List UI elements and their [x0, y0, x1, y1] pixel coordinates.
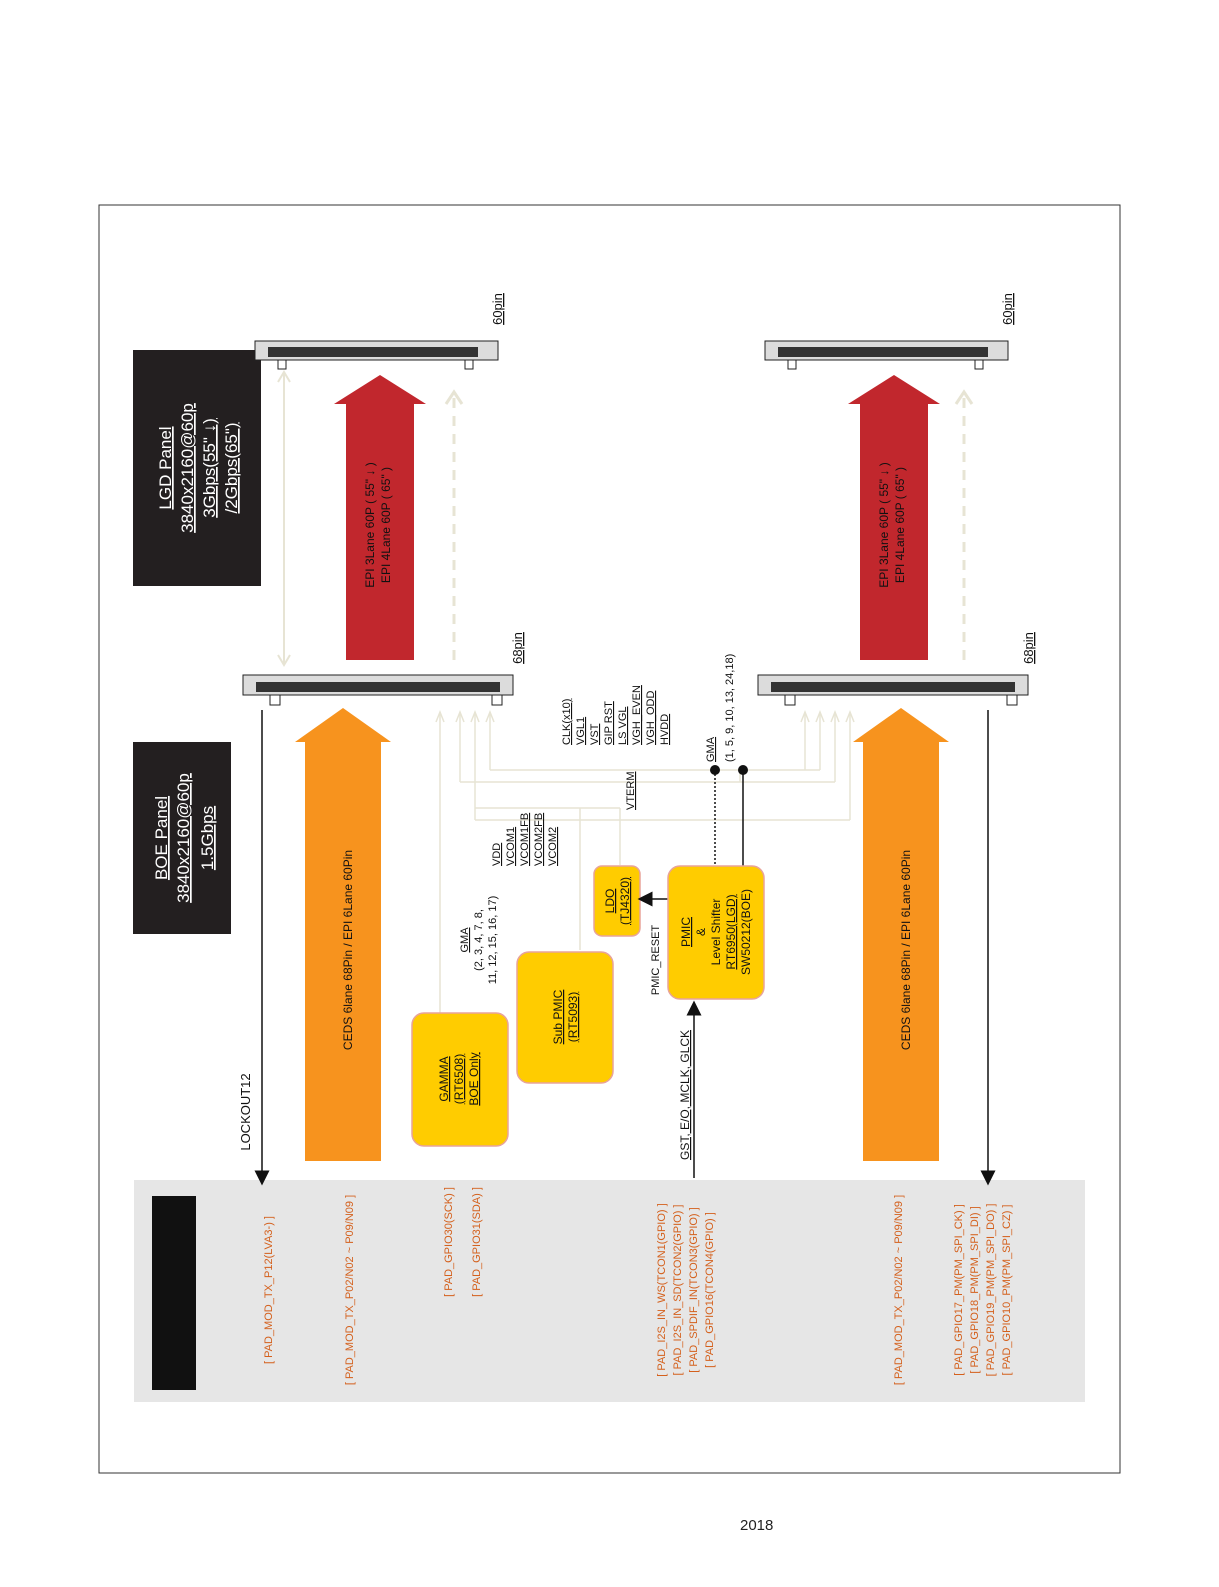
signal-gip-rst: GIP RST [603, 701, 615, 745]
lgd-panel-text: LGD Panel 3840x2160@60p 3Gbps(55" ↓) /2G… [156, 403, 241, 533]
boe-panel-resolution: 3840x2160@60p [174, 773, 193, 903]
pad-gpio31: [ PAD_GPIO31(SDA) ] [471, 1187, 483, 1297]
signal-labels: CLK(x10) [561, 699, 573, 745]
pad-tcon3: [ PAD_SPDIF_IN(TCON3(GPIO) ] [688, 1207, 700, 1372]
pad-labels: [ PAD_MOD_TX_P12(LVA3-) ] [ PAD_MOD_TX_P… [263, 1187, 1013, 1385]
lgd-panel-resolution: 3840x2160@60p [178, 403, 197, 533]
epi-right-line2: EPI 4Lane 60P ( 65" ) [893, 467, 907, 583]
signal-vgh-odd: VGH_ODD [645, 691, 657, 745]
pad-tcon2: [ PAD_I2S_IN_SD(TCON2(GPIO) ] [672, 1205, 684, 1376]
signal-node [738, 765, 748, 775]
sub-pmic-title: Sub PMIC [551, 989, 565, 1044]
gma-upper-label: GMA [705, 736, 717, 762]
lgd-panel-box [133, 350, 261, 586]
gma-lower-title: GMA [459, 927, 471, 953]
ceds-arrow-left [295, 708, 391, 1161]
pad-mod-2: [ PAD_MOD_TX_P02/N02 ~ P09/N09 ] [893, 1195, 905, 1385]
lgd-panel-speed-1: 3Gbps(55" ↓) [200, 418, 219, 518]
pmic-title: PMIC [679, 917, 693, 947]
signal-lines [439, 712, 851, 1013]
pad-panel [134, 1180, 1085, 1402]
footer-year: 2018 [740, 1517, 774, 1534]
pad-spi-cz: [ PAD_GPIO10_PM(PM_SPI_CZ) ] [1001, 1205, 1013, 1376]
pad-spi-do: [ PAD_GPIO19_PM(PM_SPI_DO) ] [985, 1204, 997, 1377]
ceds-label-left: CEDS 6lane 68Pin / EPI 6Lane 60Pin [341, 850, 355, 1050]
pmic-level-shifter: Level Shifter [709, 899, 723, 966]
lgd-panel-title: LGD Panel [156, 426, 175, 509]
connector-68pin-left [242, 674, 514, 706]
gamma-note: BOE Only [467, 1052, 481, 1105]
pad-tcon4: [ PAD_GPIO16(TCON4(GPIO) ] [704, 1212, 716, 1368]
signal-clk: CLK(x10) [561, 699, 573, 745]
connector-label-68pin-left: 68pin [510, 632, 525, 664]
gma-upper-pins: (1, 5, 9, 10, 13, 24,18) [724, 654, 736, 762]
epi-right-line1: EPI 3Lane 60P ( 55" ↓ ) [877, 462, 891, 587]
epi-arrow-left [334, 375, 426, 660]
pmic-part-boe: SW50212(BOE) [739, 889, 753, 975]
signal-vgh-even: VGH_EVEN [631, 685, 643, 745]
pad-mod-1: [ PAD_MOD_TX_P02/N02 ~ P09/N09 ] [344, 1195, 356, 1385]
boe-panel-text: BOE Panel 3840x2160@60p 1.5Gbps [152, 773, 217, 903]
signal-vst: VST [589, 723, 601, 745]
ldo-title: LDO [603, 889, 617, 914]
connector-60pin-left [254, 340, 499, 370]
pad-spi-di: [ PAD_GPIO18_PM(PM_SPI_DI) ] [969, 1206, 981, 1373]
outer-frame [98, 204, 1121, 1474]
boe-panel-title: BOE Panel [152, 796, 171, 880]
connector-60pin-right [764, 340, 1009, 370]
sub-pmic-part: (RT5093) [566, 992, 580, 1042]
epi-arrow-right [848, 375, 940, 660]
signal-ls-vgl: LS VGL [617, 706, 629, 745]
vterm-label: VTERM [625, 772, 637, 811]
gma-lower-pins-2: 11, 12, 15, 16, 17) [487, 896, 499, 984]
lgd-panel-speed-2: /2Gbps(65") [222, 422, 241, 513]
vcom-vcom1: VCOM1 [505, 827, 517, 866]
pad-panel-dark-bar [152, 1196, 196, 1390]
signal-hvdd: HVDD [659, 714, 671, 745]
pmic-reset-label: PMIC_RESET [650, 925, 662, 996]
epi-left-line2: EPI 4Lane 60P ( 65" ) [379, 467, 393, 583]
connector-label-68pin-right: 68pin [1021, 632, 1036, 664]
signal-vgl1: VGL1 [575, 717, 587, 745]
connector-label-60pin-right: 60pin [1000, 293, 1015, 325]
gma-lower-pins-1: (2, 3, 4, 7, 8, [473, 909, 485, 971]
vcom-vcom2: VCOM2 [547, 827, 559, 866]
pmic-amp: & [694, 928, 708, 936]
gamma-title: GAMMA [437, 1056, 451, 1101]
epi-left-line1: EPI 3Lane 60P ( 55" ↓ ) [363, 462, 377, 587]
connector-label-60pin-left: 60pin [490, 293, 505, 325]
vcom-vcom2fb: VCOM2FB [533, 813, 545, 866]
ceds-label-right: CEDS 6lane 68Pin / EPI 6Lane 60Pin [899, 850, 913, 1050]
gamma-box [411, 1012, 509, 1147]
pad-tcon1: [ PAD_I2S_IN_WS(TCON1(GPIO) ] [656, 1203, 668, 1376]
epi-label-left: EPI 3Lane 60P ( 55" ↓ ) EPI 4Lane 60P ( … [363, 462, 393, 587]
lockout-label: LOCKOUT12 [238, 1073, 253, 1150]
gst-label: GST, E/O, MCLK, GLCK [678, 1030, 692, 1160]
ldo-part: (TJ4320) [618, 877, 632, 925]
pmic-box [667, 865, 765, 1000]
pmic-part-lgd: RT6950(LGD) [724, 894, 738, 969]
boe-panel-box [133, 742, 231, 934]
epi-label-right: EPI 3Lane 60P ( 55" ↓ ) EPI 4Lane 60P ( … [877, 462, 907, 587]
gma-node [710, 765, 720, 775]
vcom-vcom1fb: VCOM1FB [519, 813, 531, 866]
gamma-part: (RT6508) [452, 1054, 466, 1104]
connector-68pin-right [757, 674, 1029, 706]
pad-gpio30: [ PAD_GPIO30(SCK) ] [443, 1187, 455, 1297]
ceds-arrow-right [853, 708, 949, 1161]
pad-lock: [ PAD_MOD_TX_P12(LVA3-) ] [263, 1216, 275, 1364]
ldo-box [593, 865, 641, 937]
gma-upper-title: GMA [705, 736, 717, 762]
boe-panel-speed: 1.5Gbps [198, 806, 217, 870]
vcom-vdd: VDD [491, 843, 503, 866]
sub-pmic-box [516, 951, 614, 1084]
pad-spi-ck: [ PAD_GPIO17_PM(PM_SPI_CK) ] [953, 1204, 965, 1376]
